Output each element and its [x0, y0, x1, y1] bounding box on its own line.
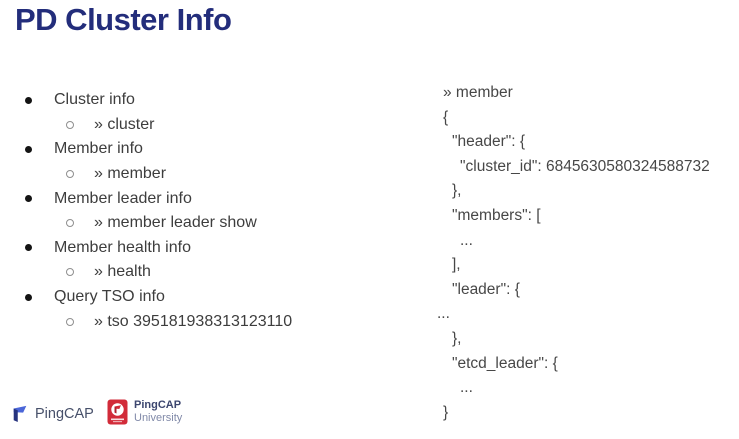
university-brand-label: PingCAP — [134, 399, 182, 412]
command-label: » cluster — [94, 115, 155, 133]
code-line: ... — [460, 231, 473, 249]
code-line: ... — [437, 305, 450, 323]
list-item: Member health info — [0, 236, 420, 261]
bullet-icon — [25, 96, 32, 104]
list-subitem: » member — [0, 162, 420, 187]
bullet-icon — [25, 293, 32, 301]
bullet-icon — [25, 195, 32, 203]
hollow-bullet-icon — [66, 120, 74, 129]
list-item-label: Member info — [54, 140, 143, 158]
list-item-label: Member leader info — [54, 189, 192, 207]
pingcap-university-label-group: PingCAP University — [134, 399, 182, 424]
list-item-label: Query TSO info — [54, 288, 165, 306]
code-line: }, — [452, 329, 462, 347]
pingcap-flag-icon — [11, 404, 29, 423]
pingcap-logo-label: PingCAP — [35, 405, 94, 422]
list-subitem: » member leader show — [0, 211, 420, 236]
code-line: ... — [460, 379, 473, 397]
list-subitem: » tso 395181938313123110 — [0, 309, 420, 334]
code-line: ], — [452, 256, 461, 274]
hollow-bullet-icon — [66, 268, 74, 277]
pingcap-university-seal-icon — [107, 399, 128, 425]
university-sub-label: University — [134, 412, 183, 424]
list-item: Member leader info — [0, 186, 420, 211]
page-title: PD Cluster Info — [15, 2, 232, 37]
terminal-output: » member { "header": { "cluster_id": 684… — [437, 81, 737, 425]
code-line: { — [443, 108, 449, 126]
list-item: Cluster info — [0, 88, 420, 113]
code-line: "members": [ — [452, 206, 541, 224]
code-line: }, — [452, 182, 462, 200]
code-line: "cluster_id": 6845630580324588732 — [460, 157, 710, 175]
command-label: » health — [94, 263, 151, 281]
code-line: } — [443, 403, 449, 421]
footer: PingCAP PingCAP University — [0, 399, 739, 439]
command-label: » tso 395181938313123110 — [94, 312, 293, 330]
list-item: Member info — [0, 137, 420, 162]
code-line: "etcd_leader": { — [452, 354, 558, 372]
hollow-bullet-icon — [66, 317, 74, 326]
list-item: Query TSO info — [0, 285, 420, 310]
pingcap-logo: PingCAP — [11, 404, 94, 423]
pingcap-university-logo: PingCAP University — [107, 399, 182, 425]
command-label: » member — [94, 165, 167, 183]
list-item-label: Cluster info — [54, 91, 135, 109]
outline-list: Cluster info » cluster Member info » mem… — [0, 88, 420, 334]
bullet-icon — [25, 244, 32, 252]
code-line: "leader": { — [452, 280, 520, 298]
list-item-label: Member health info — [54, 238, 191, 256]
code-line: » member — [443, 84, 513, 101]
list-subitem: » cluster — [0, 113, 420, 138]
code-line: "header": { — [452, 133, 526, 151]
hollow-bullet-icon — [66, 170, 74, 179]
hollow-bullet-icon — [66, 219, 74, 228]
bullet-icon — [25, 145, 32, 153]
list-subitem: » health — [0, 260, 420, 285]
command-label: » member leader show — [94, 214, 257, 232]
